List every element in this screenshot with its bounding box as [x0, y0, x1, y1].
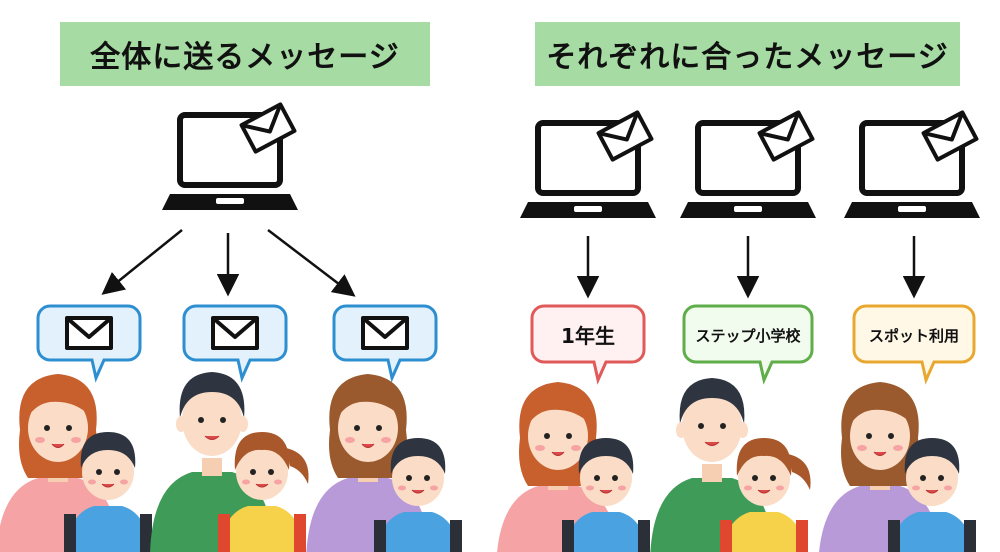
segment-bubble-spot-use: スポット利用 — [852, 304, 976, 385]
family-father-girl — [649, 377, 812, 552]
message-bubble — [332, 304, 438, 383]
segment-label-spot-use: スポット利用 — [869, 327, 959, 345]
arrow-left-3 — [267, 229, 356, 297]
envelope-icon — [361, 316, 409, 350]
message-bubble — [182, 304, 288, 383]
envelope-icon — [65, 316, 113, 350]
family-mother-boy — [305, 373, 463, 552]
segment-bubble-grade1: 1年生 — [530, 304, 646, 385]
broadcast-message-title: 全体に送るメッセージ — [60, 22, 430, 86]
envelope-icon — [211, 316, 259, 350]
family-mother-boy — [817, 381, 977, 552]
family-mother-boy — [495, 381, 651, 552]
family-mother-boy — [0, 373, 153, 552]
family-father-girl — [149, 371, 310, 552]
targeted-message-title: それぞれに合ったメッセージ — [535, 22, 960, 86]
arrow-left-1 — [101, 229, 183, 295]
segment-label-grade1: 1年生 — [561, 324, 615, 348]
segment-label-step-school: ステップ小学校 — [695, 327, 801, 345]
message-bubble — [36, 304, 142, 383]
segment-bubble-step-school: ステップ小学校 — [682, 304, 814, 385]
